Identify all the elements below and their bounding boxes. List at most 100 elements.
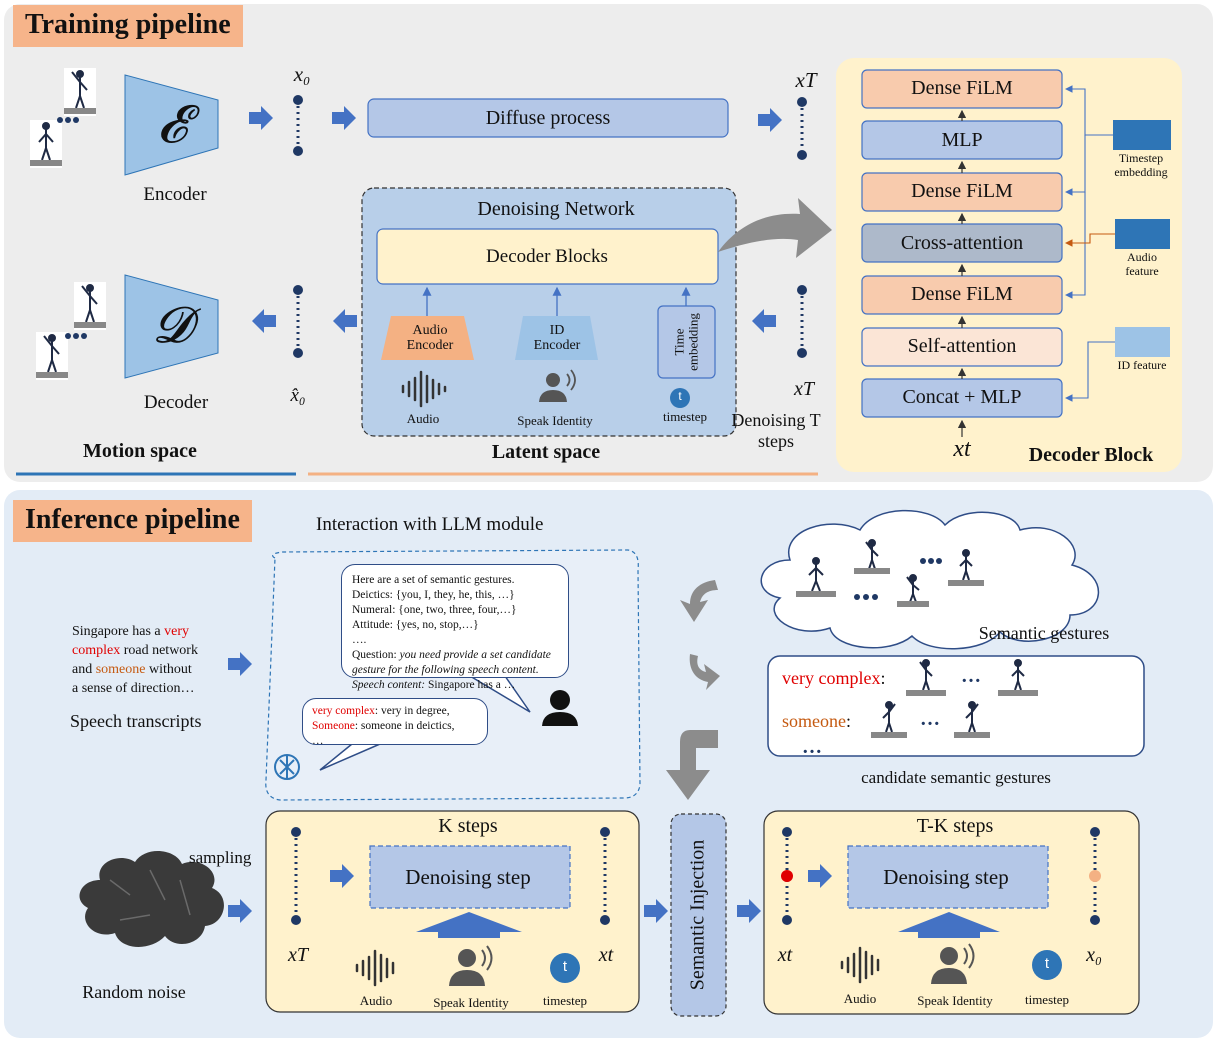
speech-transcripts-label: Speech transcripts bbox=[70, 711, 202, 731]
timestep-label-train: timestep bbox=[662, 409, 708, 424]
semantic-injection-label: Semantic Injection bbox=[686, 839, 709, 991]
decoder-blocks-label: Decoder Blocks bbox=[486, 246, 608, 267]
decoder-label: Decoder bbox=[143, 392, 209, 413]
decoder-block-title: Decoder Block bbox=[1028, 444, 1154, 466]
xt-inference-right-label: xt bbox=[777, 944, 793, 966]
audio-icon-k bbox=[355, 949, 395, 987]
candidate-ellipsis-3: … bbox=[802, 736, 822, 758]
x0-label: x₀ bbox=[293, 62, 311, 86]
gray-arrow-llm-to-candidate bbox=[689, 654, 720, 690]
decoder-block-panel bbox=[836, 58, 1182, 472]
semantic-injection-box bbox=[670, 813, 727, 1017]
audio-encoder-shape bbox=[381, 316, 474, 360]
id-feature-label: ID feature bbox=[1117, 358, 1167, 372]
layer-dense-film-3: Dense FiLM bbox=[911, 283, 1013, 305]
layer-self-attention: Self-attention bbox=[907, 335, 1017, 357]
orange-dot bbox=[1089, 870, 1101, 882]
red-dot bbox=[781, 870, 793, 882]
xT-bottom-label: xT bbox=[794, 378, 814, 400]
speaker-icon-tk bbox=[931, 943, 975, 984]
timestep-label-k: timestep bbox=[542, 993, 588, 1008]
inference-title: Inference pipeline bbox=[13, 500, 252, 542]
speaker-icon-k bbox=[449, 945, 493, 986]
audio-feature-label: Audio feature bbox=[1125, 250, 1159, 279]
diffuse-process-label: Diffuse process bbox=[485, 107, 611, 129]
id-encoder-label: ID Encoder bbox=[533, 323, 581, 354]
x0-hat-label: x̂₀ bbox=[290, 385, 306, 406]
audio-icon-train bbox=[401, 370, 447, 408]
decoder-layers bbox=[861, 69, 1063, 418]
training-title: Training pipeline bbox=[13, 5, 243, 47]
encoder-symbol: 𝓔 bbox=[157, 97, 187, 154]
decoder-symbol: 𝓓 bbox=[152, 297, 192, 353]
dot-column-x0 bbox=[293, 95, 303, 156]
id-feature-box bbox=[1115, 327, 1170, 357]
timestep-embedding-box bbox=[1113, 120, 1171, 150]
prompt-bubble: Here are a set of semantic gestures. Dei… bbox=[341, 564, 569, 691]
reply-bubble: very complex: very in degree, Someone: s… bbox=[302, 698, 488, 747]
xt-input-label: xt bbox=[953, 436, 971, 462]
layer-dense-film-2: Dense FiLM bbox=[911, 180, 1013, 202]
llm-logo-icon bbox=[274, 754, 300, 780]
denoising-t-steps-label: Denoising T steps bbox=[731, 410, 821, 451]
xT-top-label: xT bbox=[795, 68, 817, 92]
speak-identity-label-k: Speak Identity bbox=[433, 995, 509, 1010]
xt-inference-left-label: xt bbox=[598, 944, 614, 966]
semantic-gestures-cloud bbox=[760, 509, 1100, 650]
motion-space-label: Motion space bbox=[83, 440, 197, 462]
audio-label-tk: Audio bbox=[843, 991, 877, 1006]
speak-identity-label-train: Speak Identity bbox=[517, 413, 593, 428]
user-icon bbox=[542, 690, 578, 726]
diffuse-process-box bbox=[367, 98, 729, 138]
denoising-step-box-tk bbox=[847, 845, 1049, 909]
audio-feature-box bbox=[1115, 219, 1170, 249]
timestep-embedding-label: Timestep embedding bbox=[1114, 151, 1168, 180]
sampling-label: sampling bbox=[189, 848, 252, 867]
encoder-label: Encoder bbox=[143, 184, 207, 205]
candidate-very-complex: very complex: bbox=[782, 668, 886, 688]
denoising-step-label-tk: Denoising step bbox=[883, 865, 1009, 889]
random-noise-label: Random noise bbox=[82, 982, 186, 1002]
audio-encoder-label: Audio Encoder bbox=[406, 323, 454, 354]
speaker-icon-train bbox=[539, 369, 576, 402]
time-embedding-label: Time embedding bbox=[671, 313, 700, 371]
gesture-figures bbox=[30, 68, 1038, 738]
curved-gray-arrow bbox=[718, 198, 832, 258]
id-encoder-shape bbox=[515, 316, 598, 360]
gray-arrow-candidate-to-injection bbox=[666, 730, 718, 800]
candidate-ellipsis-1: … bbox=[961, 665, 981, 687]
denoising-network-label: Denoising Network bbox=[477, 198, 635, 220]
tk-steps-label: T-K steps bbox=[916, 815, 994, 837]
llm-module-title: Interaction with LLM module bbox=[316, 514, 544, 535]
gray-arrow-cloud-to-llm bbox=[680, 580, 718, 622]
audio-label-train: Audio bbox=[406, 411, 440, 426]
k-steps-label: K steps bbox=[438, 815, 498, 837]
denoising-step-box-k bbox=[369, 845, 571, 909]
layer-cross-attention: Cross-attention bbox=[900, 232, 1024, 254]
speech-transcript-text: Singapore has a very complex road networ… bbox=[72, 624, 198, 696]
audio-label-k: Audio bbox=[359, 993, 393, 1008]
timestep-label-tk: timestep bbox=[1024, 992, 1070, 1007]
decoder-blocks-box bbox=[376, 228, 719, 285]
candidate-someone: someone: bbox=[782, 711, 851, 731]
candidate-semantic-gestures-label: candidate semantic gestures bbox=[861, 768, 1051, 787]
random-noise-cloud bbox=[79, 850, 224, 947]
t-icon-train: t bbox=[678, 389, 682, 403]
layer-dense-film-1: Dense FiLM bbox=[911, 77, 1013, 99]
denoising-step-label-k: Denoising step bbox=[405, 865, 531, 889]
latent-space-label: Latent space bbox=[491, 441, 601, 463]
t-icon-k: t bbox=[562, 958, 568, 975]
semantic-gestures-label: Semantic gestures bbox=[978, 623, 1110, 643]
x0-inference-label: x₀ bbox=[1086, 944, 1102, 966]
xT-inference-label: xT bbox=[288, 944, 308, 966]
decoder-trapezoid bbox=[124, 274, 219, 379]
speak-identity-label-tk: Speak Identity bbox=[917, 993, 993, 1008]
candidate-ellipsis-2: … bbox=[920, 708, 940, 730]
audio-icon-tk bbox=[840, 946, 880, 984]
layer-concat-mlp: Concat + MLP bbox=[902, 386, 1022, 408]
layer-mlp: MLP bbox=[941, 129, 983, 151]
encoder-trapezoid bbox=[124, 74, 219, 176]
t-icon-tk: t bbox=[1044, 955, 1050, 972]
